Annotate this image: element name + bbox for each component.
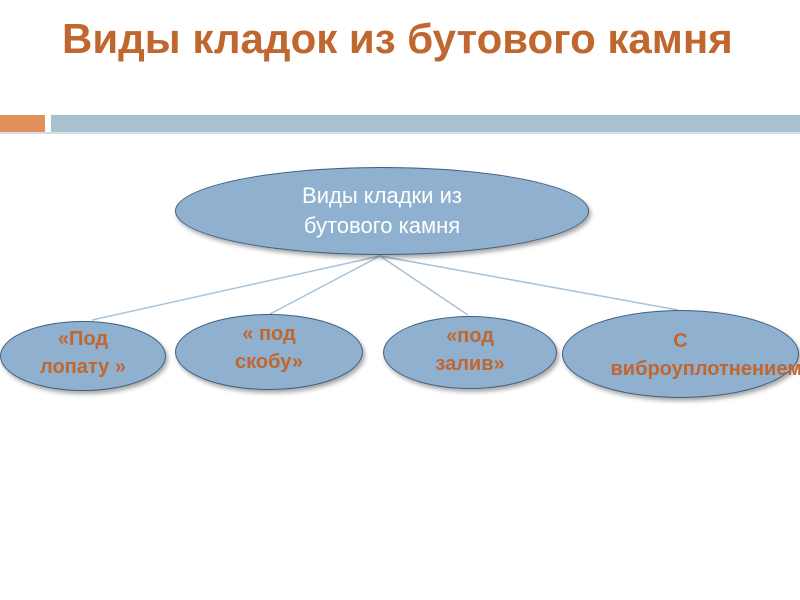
- child-node-vibro: С виброуплотнением: [562, 310, 800, 398]
- connector-line-1: [91, 255, 381, 321]
- child-node-label: «Под лопату »: [40, 328, 126, 378]
- connector-line-2: [269, 255, 381, 315]
- connector-line-4: [379, 255, 679, 311]
- connector-line-3: [379, 255, 469, 316]
- slide-title: Виды кладок из бутового камня: [62, 15, 733, 62]
- title-divider-line: [0, 132, 800, 134]
- child-node-pod-zaliv: «под залив»: [383, 316, 557, 389]
- child-node-pod-lopatu: «Под лопату »: [0, 321, 166, 391]
- child-node-label: « под скобу»: [235, 323, 303, 373]
- child-node-pod-skobu: « под скобу»: [175, 314, 363, 390]
- title-divider-bar: [51, 115, 800, 132]
- title-accent-bar: [0, 115, 45, 132]
- root-node: Виды кладки из бутового камня: [175, 167, 589, 255]
- child-node-label: «под залив»: [435, 324, 505, 375]
- root-node-label: Виды кладки из бутового камня: [302, 183, 462, 238]
- child-node-label: С виброуплотнением: [610, 330, 800, 380]
